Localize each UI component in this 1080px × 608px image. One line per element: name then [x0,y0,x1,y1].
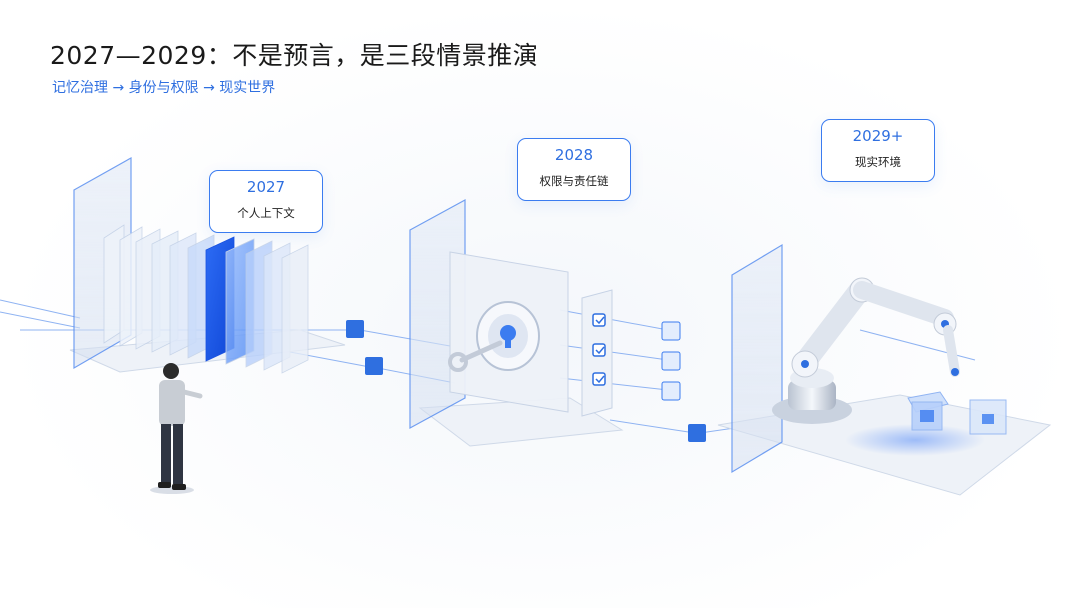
page-subtitle: 记忆治理 → 身份与权限 → 现实世界 [52,80,276,96]
data-cube-icon [688,424,706,442]
stage-year: 2028 [554,146,594,164]
key-icon [448,340,503,372]
data-cube-icon [661,321,681,401]
stage-label: 现实环境 [855,155,901,169]
stage3-back-panel [731,243,783,474]
checkbox-icon [592,313,606,386]
stage3-illustration [717,243,1052,496]
data-cube-icon [346,320,383,375]
stage-card-2028: 2028 权限与责任链 [517,138,631,201]
stage1-illustration [69,156,383,375]
stage-card-2029: 2029+ 现实环境 [821,119,935,182]
stage-card-2027: 2027 个人上下文 [209,170,323,233]
lock-icon [476,301,540,371]
person-figure [150,363,203,494]
stage-label: 权限与责任链 [539,174,609,188]
stage-year: 2027 [246,178,286,196]
stage2-illustration [409,198,706,447]
memory-sheets [103,224,309,374]
page-title: 2027—2029：不是预言，是三段情景推演 [50,41,539,70]
workpiece-cubes [907,391,1007,435]
robot-arm-icon [772,277,960,424]
stage-year: 2029+ [852,127,904,145]
stage-label: 个人上下文 [237,206,295,220]
